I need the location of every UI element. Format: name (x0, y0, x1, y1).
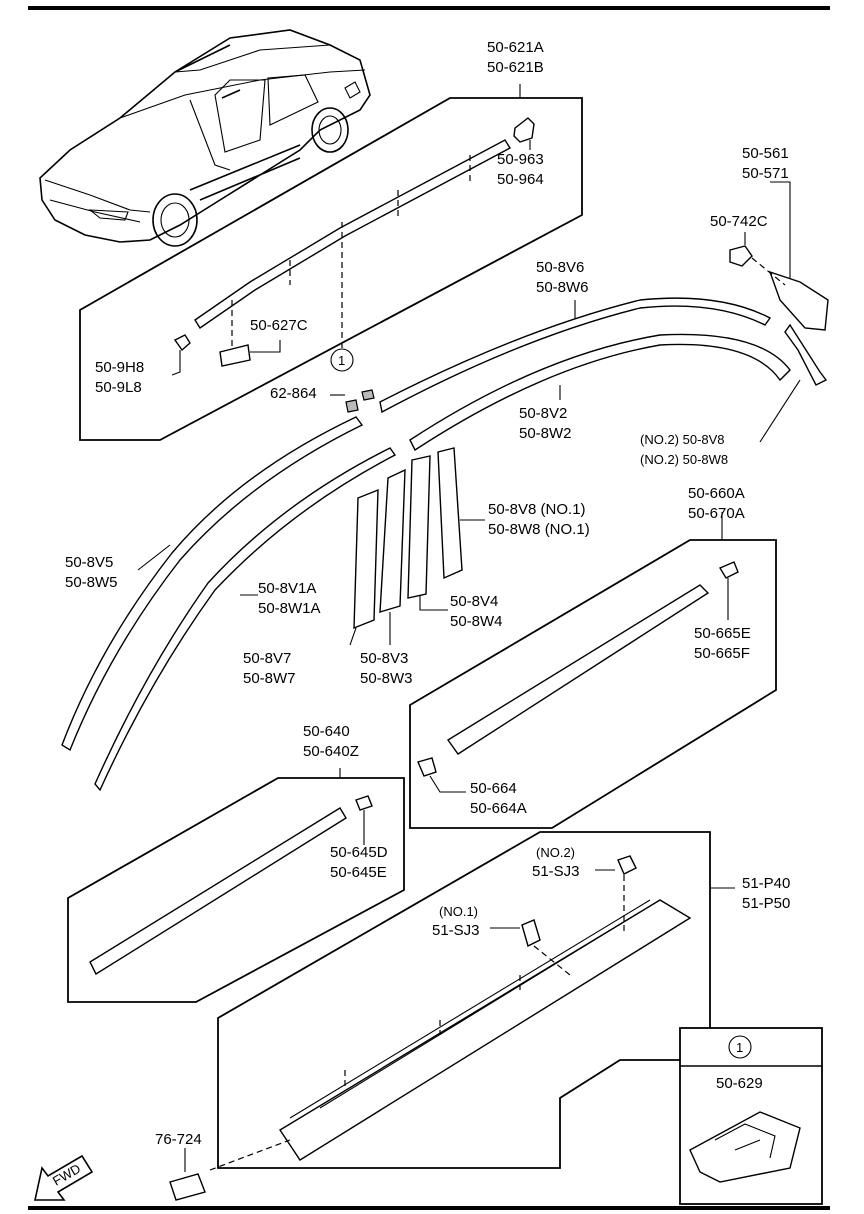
clip-50-645D[interactable] (355, 795, 373, 811)
detail-callout-1-text: 1 (736, 1040, 743, 1055)
label-50-670A: 50-670A (688, 505, 745, 522)
clip-50-665E[interactable] (718, 561, 739, 579)
label-50-742C: 50-742C (710, 213, 768, 230)
corner-piece-group: 50-561 50-571 50-742C (710, 145, 829, 331)
label-50-621A: 50-621A (487, 39, 544, 56)
corner-trim-50-561[interactable] (768, 270, 829, 331)
seal-62-864-b[interactable] (345, 399, 359, 413)
label-50-9L8: 50-9L8 (95, 379, 142, 396)
callout-1-text: 1 (338, 353, 345, 368)
molding-50-8V5[interactable] (61, 416, 364, 752)
seal-62-864-a[interactable] (361, 389, 375, 401)
label-50-8W4: 50-8W4 (450, 613, 503, 630)
label-50-8V4: 50-8V4 (450, 593, 498, 610)
label-50-8W5: 50-8W5 (65, 574, 118, 591)
label-50-561: 50-561 (742, 145, 789, 162)
clip-50-664[interactable] (417, 757, 437, 777)
pillar-50-8V8-no1[interactable] (437, 447, 463, 580)
label-50-8V3: 50-8V3 (360, 650, 408, 667)
label-62-864: 62-864 (270, 385, 317, 402)
molding-50-8V1A[interactable] (94, 447, 397, 792)
label-50-645D: 50-645D (330, 844, 388, 861)
label-50-8V5: 50-8V5 (65, 554, 113, 571)
clip-50-629[interactable] (689, 1111, 801, 1183)
clip-50-742C[interactable] (729, 245, 753, 267)
label-50-571: 50-571 (742, 165, 789, 182)
molding-50-8V6[interactable] (379, 297, 772, 414)
label-50-8V7: 50-8V7 (243, 650, 291, 667)
label-50-640: 50-640 (303, 723, 350, 740)
side-sill-box[interactable] (217, 831, 711, 1169)
label-50-8W1A: 50-8W1A (258, 600, 321, 617)
label-50-8V6: 50-8V6 (536, 259, 584, 276)
label-50-8W8-no2: (NO.2) 50-8W8 (640, 452, 728, 467)
door-frame-moldings (61, 297, 828, 792)
label-50-963: 50-963 (497, 151, 544, 168)
roof-molding-group (79, 84, 583, 441)
label-50-8W6: 50-8W6 (536, 279, 589, 296)
label-51-SJ3-no1: 51-SJ3 (432, 922, 480, 939)
label-50-8W3: 50-8W3 (360, 670, 413, 687)
label-50-8V2: 50-8V2 (519, 405, 567, 422)
label-50-8W8-no1: 50-8W8 (NO.1) (488, 521, 590, 538)
label-50-664: 50-664 (470, 780, 517, 797)
detail-callout-circle-1 (728, 1035, 752, 1059)
label-51-P40: 51-P40 (742, 875, 790, 892)
label-50-665F: 50-665F (694, 645, 750, 662)
detail-50-629-box[interactable] (679, 1027, 823, 1205)
label-50-665E: 50-665E (694, 625, 751, 642)
label-50-9H8: 50-9H8 (95, 359, 144, 376)
pillar-50-8V4[interactable] (407, 455, 431, 599)
belt-molding-rear-group (409, 512, 777, 829)
clip-50-627C[interactable] (219, 344, 251, 367)
label-50-629: 50-629 (716, 1075, 763, 1092)
roof-molding-part[interactable] (194, 139, 511, 329)
clip-51-SJ3-no1[interactable] (521, 919, 541, 948)
label-50-8V8-no1: 50-8V8 (NO.1) (488, 501, 586, 518)
clip-51-SJ3-no2[interactable] (617, 855, 637, 875)
roof-molding-box (79, 97, 583, 441)
detail-50-629-group: 1 (679, 1027, 823, 1205)
clip-76-724[interactable] (169, 1173, 206, 1201)
label-50-627C: 50-627C (250, 317, 308, 334)
label-50-8V8-no2: (NO.2) 50-8V8 (640, 432, 725, 447)
callout-circle-1 (330, 348, 354, 372)
forward-arrow-icon: FWD (34, 1154, 94, 1201)
belt-molding-front-group (67, 768, 405, 1003)
clip-50-963[interactable] (513, 117, 535, 143)
label-50-8W2: 50-8W2 (519, 425, 572, 442)
label-51-P50: 51-P50 (742, 895, 790, 912)
label-50-640Z: 50-640Z (303, 743, 359, 760)
pillar-50-8V3[interactable] (379, 468, 406, 613)
belt-molding-50-640[interactable] (89, 807, 347, 976)
label-51-SJ3-no2-tag: (NO.2) (536, 845, 575, 860)
label-50-645E: 50-645E (330, 864, 387, 881)
molding-50-8V2[interactable] (409, 333, 791, 452)
belt-molding-50-660A[interactable] (446, 584, 710, 755)
label-50-660A: 50-660A (688, 485, 745, 502)
label-51-SJ3-no1-tag: (NO.1) (439, 904, 478, 919)
label-51-SJ3-no2: 51-SJ3 (532, 863, 580, 880)
side-sill-group (169, 831, 735, 1201)
label-50-8W7: 50-8W7 (243, 670, 296, 687)
fwd-text: FWD (50, 1161, 83, 1189)
label-50-8V1A: 50-8V1A (258, 580, 316, 597)
end-cap-50-9H8[interactable] (173, 334, 191, 352)
molding-50-8V8-no2[interactable] (784, 323, 828, 386)
label-50-964: 50-964 (497, 171, 544, 188)
belt-molding-rear-box[interactable] (409, 539, 777, 829)
label-76-724: 76-724 (155, 1131, 202, 1148)
pillar-50-8V7[interactable] (353, 488, 379, 630)
side-sill-51-P40[interactable] (279, 899, 692, 1161)
label-50-664A: 50-664A (470, 800, 527, 817)
car-illustration (39, 29, 371, 247)
label-50-621B: 50-621B (487, 59, 544, 76)
